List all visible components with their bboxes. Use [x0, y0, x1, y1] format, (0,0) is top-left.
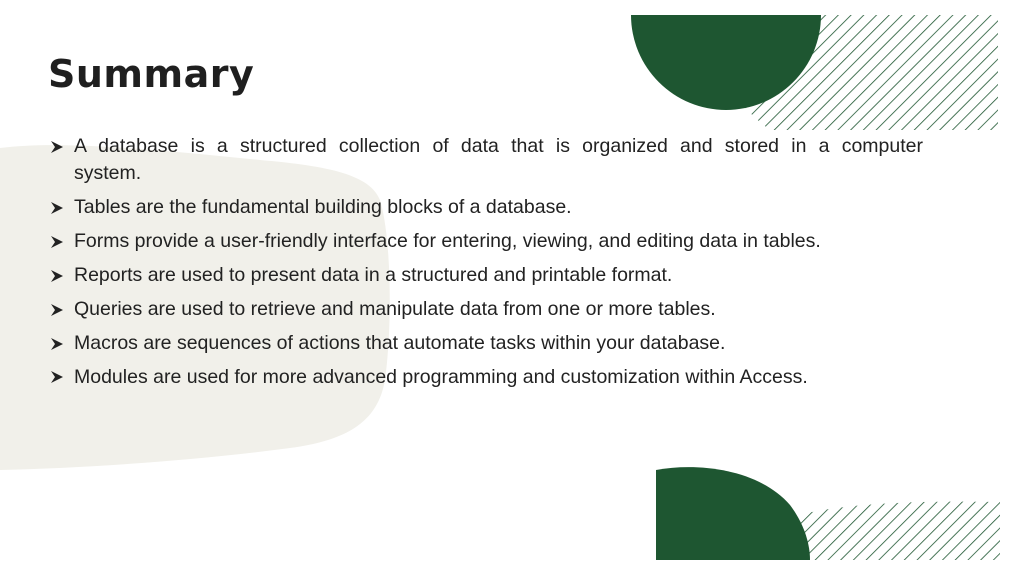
- hatched-shape-bottom: [798, 501, 1000, 560]
- arrow-bullet-icon: [51, 236, 63, 248]
- bullet-item: A database is a structured collection of…: [48, 133, 923, 187]
- bullet-text: Macros are sequences of actions that aut…: [74, 332, 726, 354]
- bullet-item: Queries are used to retrieve and manipul…: [48, 296, 923, 323]
- bullet-text: Modules are used for more advanced progr…: [74, 366, 808, 388]
- bullet-item: Macros are sequences of actions that aut…: [48, 330, 923, 357]
- bullet-item: Modules are used for more advanced progr…: [48, 360, 814, 394]
- arrow-bullet-icon: [51, 304, 63, 316]
- bullet-list: A database is a structured collection of…: [48, 133, 923, 401]
- arrow-bullet-icon: [51, 270, 63, 282]
- bullet-text: Forms provide a user-friendly interface …: [74, 230, 821, 252]
- arrow-bullet-icon: [51, 338, 63, 350]
- bullet-text: A database is a structured collection of…: [74, 135, 923, 184]
- bullet-item: Tables are the fundamental building bloc…: [48, 194, 923, 221]
- brush-stroke-shape: [0, 145, 390, 470]
- bullet-text: Tables are the fundamental building bloc…: [74, 196, 572, 218]
- green-half-circle-bottom: [656, 467, 810, 560]
- bullet-item: Forms provide a user-friendly interface …: [48, 228, 923, 255]
- arrow-bullet-icon: [51, 202, 63, 214]
- bullet-text: Reports are used to present data in a st…: [74, 264, 673, 286]
- arrow-bullet-icon: [51, 371, 63, 383]
- slide-title: Summary: [48, 52, 255, 96]
- bullet-item: Reports are used to present data in a st…: [48, 262, 923, 289]
- bullet-text: Queries are used to retrieve and manipul…: [74, 298, 716, 320]
- green-half-circle-top: [631, 15, 821, 110]
- arrow-bullet-icon: [51, 141, 63, 153]
